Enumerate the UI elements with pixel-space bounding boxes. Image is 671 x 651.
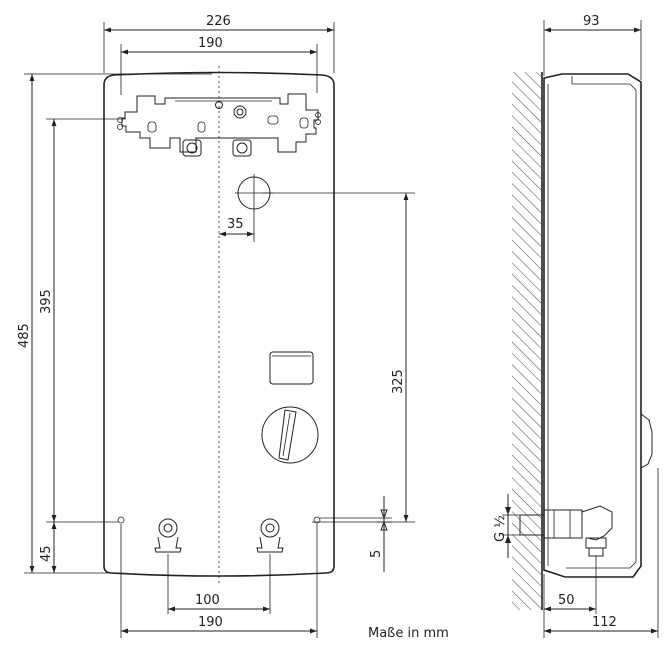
hot-water-connection bbox=[256, 518, 284, 553]
bracket-fitting bbox=[233, 105, 247, 119]
bracket-screw bbox=[215, 101, 223, 109]
side-connection-fitting bbox=[519, 505, 613, 557]
dim-100: 100 bbox=[195, 593, 220, 608]
cold-water-connection bbox=[154, 518, 182, 553]
thread-label: G ½ bbox=[493, 515, 508, 542]
dim-485: 485 bbox=[17, 323, 32, 348]
mounting-bracket bbox=[121, 93, 319, 153]
dim-93: 93 bbox=[583, 14, 600, 29]
dim-45: 45 bbox=[39, 545, 54, 562]
dim-190-top: 190 bbox=[198, 36, 223, 51]
wall-hatch bbox=[512, 72, 541, 610]
housing-side-outline bbox=[543, 73, 642, 578]
housing-outline bbox=[103, 71, 335, 577]
display-window bbox=[269, 351, 314, 385]
dim-395: 395 bbox=[39, 289, 54, 314]
dim-226: 226 bbox=[206, 14, 231, 29]
dim-50: 50 bbox=[558, 593, 575, 608]
dim-325: 325 bbox=[391, 369, 406, 394]
units-caption: Maße in mm bbox=[368, 626, 449, 641]
front-view: 226 190 485 395 45 325 35 5 100 190 bbox=[17, 14, 415, 638]
dim-35: 35 bbox=[227, 217, 244, 232]
knob-side bbox=[640, 413, 653, 469]
side-view: 93 112 50 G ½ bbox=[493, 14, 659, 638]
dim-190-bottom: 190 bbox=[198, 615, 223, 630]
dim-5: 5 bbox=[369, 550, 384, 558]
dim-112: 112 bbox=[592, 615, 617, 630]
temperature-knob bbox=[261, 406, 319, 464]
